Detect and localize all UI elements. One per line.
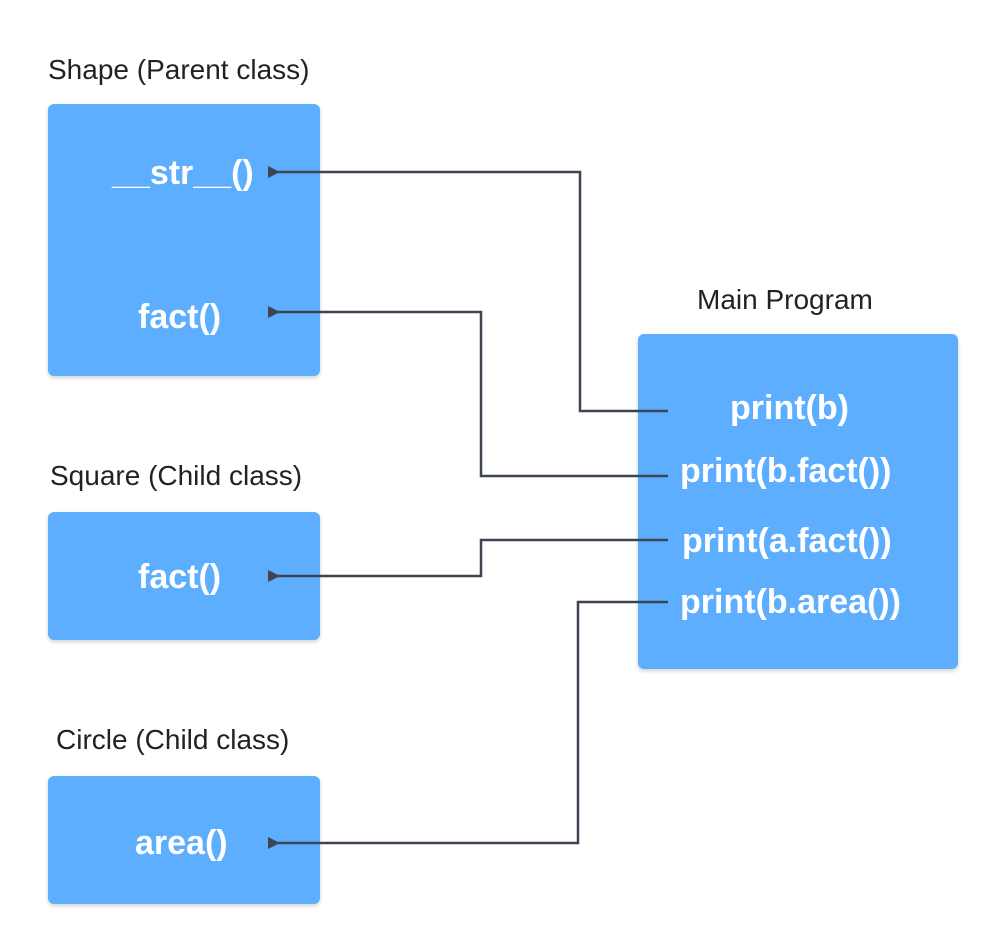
shape-fact-method: fact() [138, 298, 222, 336]
main-print-b: print(b) [730, 389, 849, 427]
arrow-print-b-to-str [268, 166, 668, 413]
main-program-title: Main Program [697, 284, 873, 315]
shape-class-title: Shape (Parent class) [48, 54, 310, 85]
circle-area-method: area() [135, 824, 228, 862]
circle-class-title: Circle (Child class) [56, 724, 290, 755]
arrow-print-b-fact-to-shape-fact [268, 306, 668, 478]
main-print-b-area: print(b.area()) [680, 583, 901, 621]
main-program-box: print(b) print(b.fact()) print(a.fact())… [638, 334, 958, 669]
square-fact-method: fact() [138, 558, 222, 596]
arrow-print-a-fact-to-square-fact [268, 538, 668, 582]
main-print-b-fact: print(b.fact()) [680, 452, 892, 490]
arrow-print-b-area-to-circle-area [268, 600, 668, 849]
shape-str-method: __str__() [112, 154, 254, 192]
square-class-title: Square (Child class) [50, 460, 303, 491]
shape-class-box: __str__() fact() [48, 104, 320, 376]
main-print-a-fact: print(a.fact()) [682, 522, 892, 560]
